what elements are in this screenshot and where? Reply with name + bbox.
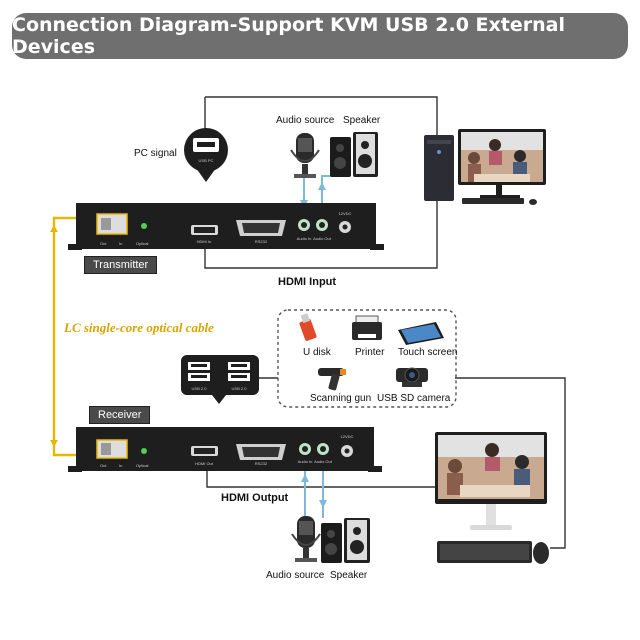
tx-dc-label: 12VDC — [339, 211, 352, 216]
scanning-gun-icon — [318, 368, 346, 391]
optical-arrow-up — [50, 225, 58, 232]
tx-audio-out-label: Audio Out — [313, 236, 332, 241]
usb-pc-badge: USB PC — [184, 128, 228, 182]
title-banner: Connection Diagram-Support KVM USB 2.0 E… — [12, 13, 628, 59]
mouse-icon — [533, 542, 549, 564]
hdmi-output-cable — [206, 465, 436, 488]
speaker-bottom-label: Speaker — [330, 570, 368, 581]
u-disk-label: U disk — [303, 347, 331, 358]
touch-screen-icon — [398, 322, 444, 345]
transmitter-device: Out In Optical HDMI In RS232 Audio In Au… — [68, 203, 384, 250]
tx-optical-label: Optical — [136, 241, 149, 246]
usb-pc-port-label: USB PC — [199, 158, 214, 163]
rx-hdmi-out-label: HDMI Out — [195, 461, 214, 466]
pc-signal-label: PC signal — [134, 148, 177, 159]
rx-optical-label: Optical — [136, 463, 149, 468]
tx-rs232-label: RS232 — [255, 239, 268, 244]
usb-devices-group — [277, 309, 457, 408]
audio-out-arrow-bottom — [319, 500, 327, 508]
usb-a-label: USB 2.0 — [192, 386, 208, 391]
rx-in-port-label: In — [119, 463, 122, 468]
microphone-bottom-icon — [291, 516, 321, 562]
rx-audio-out-label: Audio Out — [314, 459, 333, 464]
rx-out-port-label: Out — [100, 463, 107, 468]
touch-screen-label: Touch screen — [398, 347, 458, 358]
audio-source-top-label: Audio source — [276, 115, 335, 126]
speaker-top-icon — [330, 132, 378, 177]
audio-out-arrow-top — [318, 182, 326, 190]
rx-dc-label: 12VDC — [341, 434, 354, 439]
rx-audio-in-label: Audio In — [298, 459, 313, 464]
pc-tower-icon — [424, 135, 454, 201]
speaker-bottom-icon — [321, 518, 370, 563]
usb-b-label: USB 2.0 — [232, 386, 248, 391]
usb-device-cable — [455, 377, 566, 549]
tx-audio-in-label: Audio In — [297, 236, 312, 241]
transmitter-tag: Transmitter — [84, 256, 158, 274]
optical-arrow-down — [50, 440, 58, 447]
hdmi-output-label: HDMI Output — [221, 492, 289, 504]
audio-source-bottom-label: Audio source — [266, 570, 325, 581]
tx-hdmi-in-label: HDMI In — [197, 239, 212, 244]
optical-fiber-cable — [52, 216, 96, 457]
speaker-top-label: Speaker — [343, 115, 381, 126]
monitor-bottom-icon — [435, 432, 547, 530]
receiver-device: Out In Optical HDMI Out RS232 Audio In A… — [68, 427, 382, 472]
optical-cable-label: LC single-core optical cable — [64, 320, 214, 335]
printer-icon — [352, 315, 382, 340]
scanning-gun-label: Scanning gun — [310, 393, 372, 404]
hdmi-input-cable — [204, 96, 438, 269]
monitor-top-icon — [458, 129, 546, 205]
microphone-top-icon — [290, 133, 320, 178]
u-disk-icon — [299, 313, 317, 341]
receiver-tag: Receiver — [89, 406, 151, 424]
usb-camera-icon — [396, 367, 428, 387]
keyboard-icon — [437, 541, 532, 563]
audio-in-arrow-bottom — [301, 474, 309, 482]
tx-in-port-label: In — [119, 241, 122, 246]
printer-label: Printer — [355, 347, 385, 358]
usb-sd-camera-label: USB SD camera — [377, 393, 451, 404]
rx-rs232-label: RS232 — [255, 461, 268, 466]
usb-hub-badge: USB 2.0 USB 2.0 — [181, 355, 259, 404]
hdmi-input-label: HDMI Input — [278, 276, 337, 288]
tx-out-port-label: Out — [100, 241, 107, 246]
